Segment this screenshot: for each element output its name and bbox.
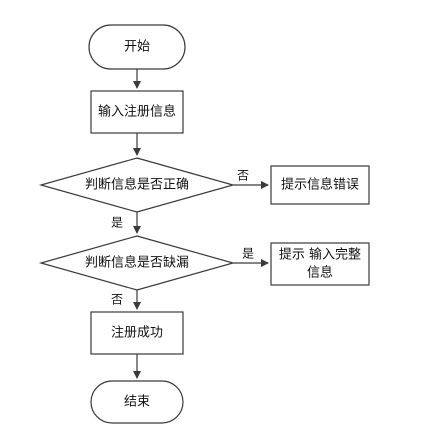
register-success-label: 注册成功 — [111, 326, 163, 341]
input-info-label: 输入注册信息 — [98, 104, 176, 120]
edge-label-missing-no: 否 — [111, 293, 123, 307]
edge-label-correct-no: 否 — [237, 169, 249, 183]
complete-tip-box — [270, 242, 370, 286]
input-info-box — [90, 90, 184, 134]
register-success-box — [90, 311, 184, 355]
edge-label-missing-yes: 是 — [242, 247, 254, 261]
edge-label-correct-yes: 是 — [111, 216, 123, 230]
end-terminal — [90, 380, 184, 424]
complete-tip-label-line1: 提示 输入完整 — [279, 247, 361, 263]
end-label: 结束 — [124, 395, 150, 410]
check-correct-label: 判断信息是否正确 — [85, 177, 189, 193]
error-tip-box — [270, 165, 370, 205]
complete-tip-label-line2: 信息 — [307, 265, 333, 281]
start-label: 开始 — [124, 40, 150, 55]
check-missing-label: 判断信息是否缺漏 — [85, 255, 189, 271]
error-tip-label: 提示信息错误 — [281, 177, 359, 193]
